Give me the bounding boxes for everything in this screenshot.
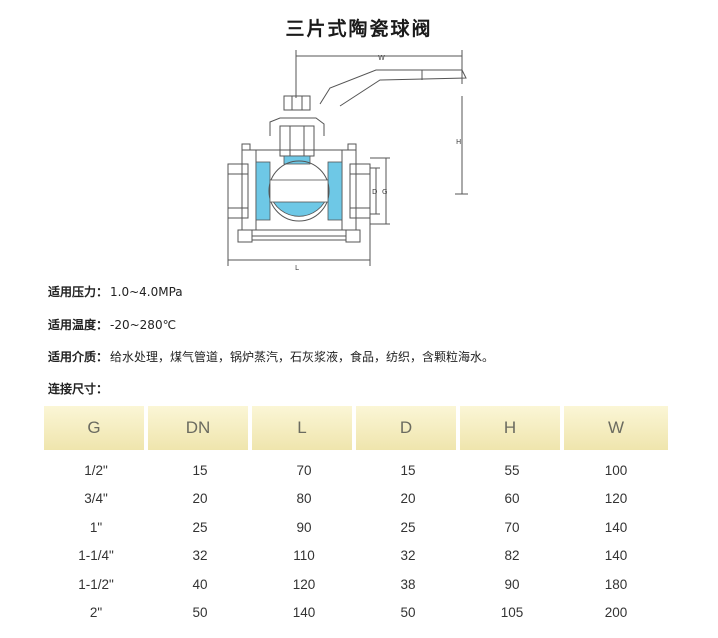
col-header-dn: DN <box>148 406 252 450</box>
table-cell: 140 <box>604 519 628 535</box>
col-header-g: G <box>44 406 148 450</box>
dim-label-h: H <box>456 138 461 146</box>
table-row: 1-1/4" 32 110 32 82 140 <box>44 542 668 571</box>
table-cell: 60 <box>504 491 520 507</box>
dimensions-table: G DN L D H W 1/2" 15 70 15 55 100 3/4" 2… <box>44 406 668 627</box>
dim-label-l: L <box>295 264 299 272</box>
table-row: 1" 25 90 25 70 140 <box>44 513 668 542</box>
table-cell: 25 <box>400 519 416 535</box>
spec-connection: 连接尺寸： <box>48 380 108 397</box>
table-cell: 120 <box>292 576 316 592</box>
spec-pressure-value: 1.0~4.0MPa <box>110 285 183 299</box>
spec-connection-label: 连接尺寸： <box>48 382 109 396</box>
table-cell: 110 <box>293 548 315 564</box>
dim-label-d: D <box>372 188 377 196</box>
table-cell: 32 <box>400 548 416 564</box>
table-cell: 90 <box>504 576 520 592</box>
table-row: 2" 50 140 50 105 200 <box>44 599 668 628</box>
table-cell: 25 <box>192 519 208 535</box>
table-cell: 1" <box>89 519 103 535</box>
table-row: 1/2" 15 70 15 55 100 <box>44 456 668 485</box>
table-cell: 200 <box>604 605 628 621</box>
table-cell: 80 <box>296 491 312 507</box>
spec-temperature-value: -20~280℃ <box>110 318 177 332</box>
table-cell: 20 <box>400 491 416 507</box>
table-header-row: G DN L D H W <box>44 406 668 450</box>
table-cell: 32 <box>192 548 208 564</box>
spec-pressure-label: 适用压力： <box>48 285 109 299</box>
spec-media-value: 给水处理，煤气管道，锅炉蒸汽，石灰浆液，食品，纺织，含颗粒海水。 <box>110 350 495 364</box>
table-cell: 50 <box>400 605 416 621</box>
table-cell: 1/2" <box>84 462 108 478</box>
spec-media-label: 适用介质： <box>48 350 109 364</box>
table-cell: 100 <box>604 462 628 478</box>
col-header-d: D <box>356 406 460 450</box>
table-cell: 140 <box>292 605 316 621</box>
table-cell: 38 <box>400 576 416 592</box>
table-cell: 1-1/2" <box>78 576 114 592</box>
dim-label-g: G <box>382 188 387 196</box>
table-cell: 3/4" <box>84 491 108 507</box>
page-title: 三片式陶瓷球阀 <box>285 18 433 40</box>
table-cell: 15 <box>192 462 208 478</box>
table-cell: 120 <box>604 491 628 507</box>
table-cell: 20 <box>192 491 208 507</box>
table-row: 3/4" 20 80 20 60 120 <box>44 485 668 514</box>
table-cell: 180 <box>604 576 628 592</box>
spec-media: 适用介质：给水处理，煤气管道，锅炉蒸汽，石灰浆液，食品，纺织，含颗粒海水。 <box>48 348 494 365</box>
spec-temperature-label: 适用温度： <box>48 318 109 332</box>
table-cell: 55 <box>504 462 520 478</box>
table-cell: 90 <box>296 519 312 535</box>
valve-technical-drawing: W H D G L <box>227 50 468 272</box>
table-cell: 70 <box>296 462 312 478</box>
spec-temperature: 适用温度：-20~280℃ <box>48 316 176 333</box>
table-cell: 105 <box>500 605 524 621</box>
table-cell: 1-1/4" <box>78 548 114 564</box>
table-cell: 82 <box>504 548 520 564</box>
dim-label-w: W <box>378 54 385 62</box>
col-header-w: W <box>564 406 668 450</box>
table-cell: 2" <box>89 605 103 621</box>
table-cell: 15 <box>400 462 416 478</box>
table-cell: 70 <box>504 519 520 535</box>
col-header-l: L <box>252 406 356 450</box>
spec-pressure: 适用压力：1.0~4.0MPa <box>48 283 183 300</box>
table-cell: 50 <box>192 605 208 621</box>
col-header-h: H <box>460 406 564 450</box>
table-row: 1-1/2" 40 120 38 90 180 <box>44 570 668 599</box>
table-cell: 140 <box>604 548 628 564</box>
table-cell: 40 <box>192 576 208 592</box>
